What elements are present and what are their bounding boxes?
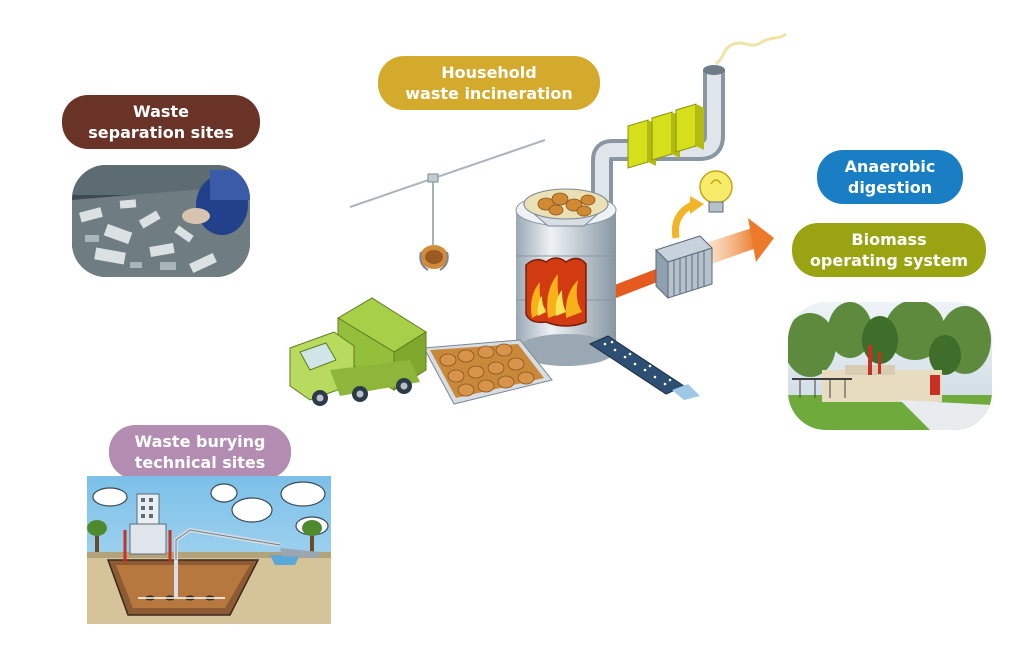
waste-burying-label-line2: technical sites bbox=[134, 453, 266, 472]
waste-separation-label-line1: Waste bbox=[133, 102, 189, 121]
household-incineration-label-line2: waste incineration bbox=[405, 84, 573, 103]
anaerobic-digestion-label-line1: Anaerobic bbox=[844, 157, 936, 176]
waste-tray-icon bbox=[423, 339, 553, 405]
biomass-operating-label-line1: Biomass bbox=[851, 230, 927, 249]
biomass-operating-label-line2: operating system bbox=[809, 251, 969, 270]
crane-cable bbox=[349, 139, 546, 208]
waste-burying-label: Waste burying technical sites bbox=[109, 425, 291, 479]
tree-icon bbox=[87, 520, 107, 552]
anaerobic-digestion-label: Anaerobic digestion bbox=[817, 150, 963, 204]
waste-burying-label-line1: Waste burying bbox=[134, 432, 266, 451]
landfill-illustration bbox=[87, 476, 331, 624]
biomass-operating-label: Biomass operating system bbox=[792, 223, 986, 277]
dump-truck-icon bbox=[289, 297, 427, 406]
recycling-photo bbox=[72, 165, 250, 277]
incinerator-illustration bbox=[515, 188, 617, 366]
household-incineration-label-line1: Household bbox=[441, 63, 537, 82]
filter-icon bbox=[627, 103, 704, 169]
curved-arrow-head bbox=[690, 196, 704, 214]
ash-conveyor-icon bbox=[588, 335, 700, 400]
waste-separation-label: Waste separation sites bbox=[62, 95, 260, 149]
tree-icon bbox=[302, 520, 322, 552]
waste-separation-label-line2: separation sites bbox=[88, 123, 234, 142]
anaerobic-digestion-label-line2: digestion bbox=[847, 178, 933, 197]
light-bulb-icon bbox=[699, 170, 733, 213]
biomass-plant-photo bbox=[788, 302, 992, 430]
household-incineration-label: Household waste incineration bbox=[378, 56, 600, 110]
heat-exchanger-icon bbox=[655, 235, 713, 300]
crane-grabber-icon bbox=[419, 173, 449, 271]
